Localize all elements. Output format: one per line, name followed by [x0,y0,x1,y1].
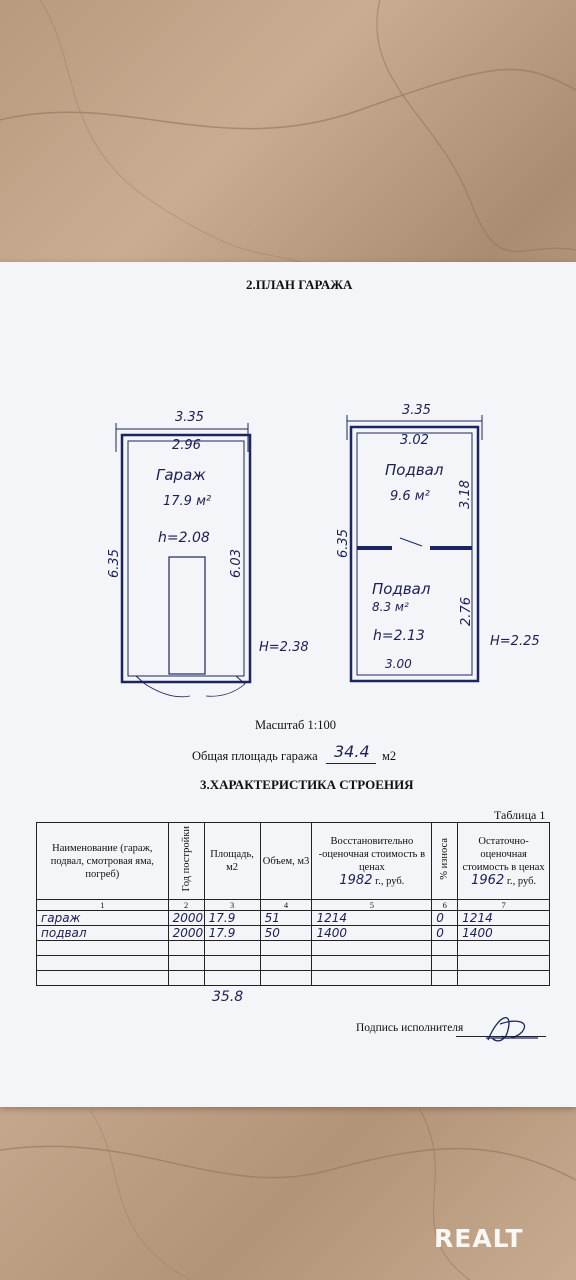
garage-room-area: 17.9 м² [163,494,212,509]
cell-restoration: 1400 [311,925,433,941]
header-wear: % износа [431,822,459,900]
cell-area: 17.9 [203,910,261,926]
total-area-unit: м2 [382,749,397,763]
cellar-height: h=2.13 [373,628,425,644]
garage-plan [115,423,252,698]
col-num: 2 [167,899,205,911]
table-row-empty [36,970,550,986]
cell-area: 17.9 [203,925,261,941]
cell-restoration: 1214 [311,910,433,926]
cell-name: гараж [36,910,169,926]
header-volume: Объем, м3 [259,822,313,900]
garage-room-name: Гараж [156,466,206,484]
table-row: подвал 2000 17.9 50 1400 0 1400 [36,925,550,941]
total-area-label: Общая площадь гаража [192,749,318,763]
cell-name: подвал [36,925,169,941]
cell-wear: 0 [431,910,459,926]
header-residual: Остаточно-оценочная стоимость в ценах 19… [457,822,550,900]
scale-label: Масштаб 1:100 [255,718,336,732]
cell-residual: 1400 [457,925,550,941]
table-header-row: Наименование (гараж, подвал, смотровая я… [36,822,550,900]
total-area-value: 34.4 [334,742,370,761]
col-num: 7 [457,899,550,911]
section-2-title: 2.ПЛАН ГАРАЖА [246,277,353,292]
cell-wear: 0 [431,925,459,941]
cell-volume: 50 [259,925,313,941]
lower-cellar-name: Подвал [372,580,431,598]
upper-cellar-name: Подвал [385,461,444,479]
table-caption: Таблица 1 [494,808,546,822]
cell-year: 2000 [167,925,205,941]
characteristics-table: Наименование (гараж, подвал, смотровая я… [36,822,550,986]
col-num: 3 [203,899,261,911]
header-restoration: Восстановительно -оценочная стоимость в … [311,822,433,900]
col-num: 5 [311,899,433,911]
table-row-empty [36,940,550,956]
garage-height: h=2.08 [158,530,210,546]
header-name: Наименование (гараж, подвал, смотровая я… [36,822,169,900]
signature-scribble [486,1017,538,1042]
header-year: Год постройки [167,822,205,900]
col-num: 6 [431,899,459,911]
cell-year: 2000 [167,910,205,926]
signature-label: Подпись исполнителя [356,1022,464,1034]
cellar-bottom-width: 3.00 [385,657,412,671]
realt-watermark-logo: REALT [434,1224,524,1253]
total-area-underline [326,763,376,764]
upper-cellar-length: 3.18 [457,480,473,509]
lower-cellar-area: 8.3 м² [372,600,409,614]
restoration-year: 1982 [339,872,373,888]
upper-cellar-area: 9.6 м² [390,489,430,504]
garage-outer-height: H=2.38 [259,640,309,655]
section-3-title: 3.ХАРАКТЕРИСТИКА СТРОЕНИЯ [200,777,414,792]
garage-inner-length: 6.03 [228,549,244,578]
residual-year: 1962 [471,872,505,888]
col-num: 4 [259,899,313,911]
garage-outer-width: 3.35 [175,410,204,425]
cellar-outer-length: 6.35 [335,529,351,558]
cellar-outer-height: H=2.25 [490,634,540,649]
garage-inner-width: 2.96 [172,438,201,453]
signature-line [456,1036,546,1037]
handwritten-sum: 35.8 [212,989,244,1005]
col-num: 1 [36,899,169,911]
lower-cellar-length: 2.76 [458,597,474,626]
table-row: гараж 2000 17.9 51 1214 0 1214 [36,910,550,926]
cell-volume: 51 [259,910,313,926]
cellar-outer-width: 3.35 [402,403,431,418]
header-area: Площадь, м2 [203,822,261,900]
cellar-top-width: 3.02 [400,433,429,448]
column-number-row: 1 2 3 4 5 6 7 [36,899,550,911]
cellar-plan [346,415,483,683]
table-row-empty [36,955,550,971]
garage-outer-length: 6.35 [106,549,122,578]
cell-residual: 1214 [457,910,550,926]
